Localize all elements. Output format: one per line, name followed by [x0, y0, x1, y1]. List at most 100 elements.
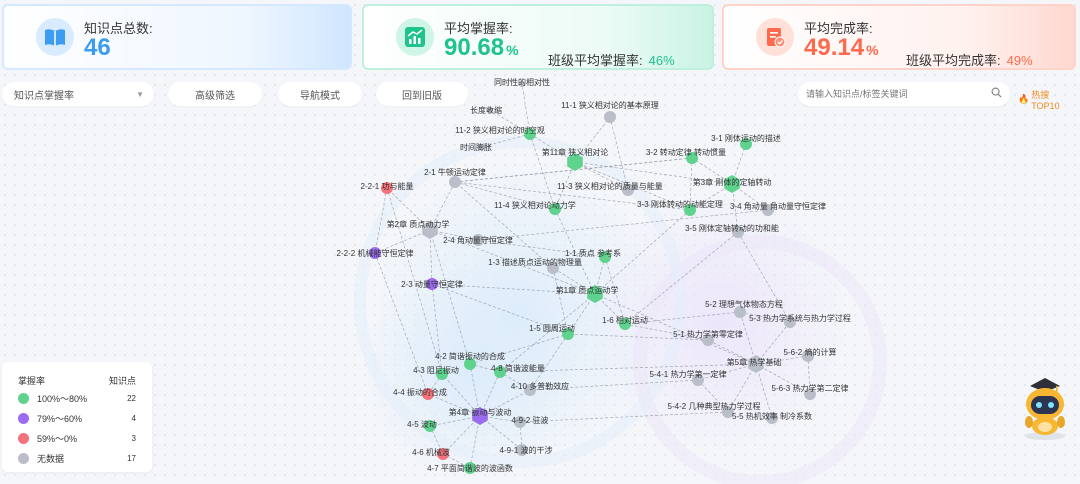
topic-dot[interactable] — [604, 111, 616, 123]
topic-dot[interactable] — [516, 444, 528, 456]
graph-node-c1[interactable]: 第1章 质点运动学 — [556, 285, 619, 303]
graph-node-n5-1[interactable]: 5-1 热力学第零定律 — [673, 329, 743, 346]
graph-node-n2-4[interactable]: 2-4 角动量守恒定律 — [443, 234, 513, 246]
graph-node-n11-3[interactable]: 11-3 狭义相对论的质量与能量 — [557, 181, 663, 196]
graph-node-n4-8[interactable]: 4-8 简谐波能量 — [491, 363, 545, 378]
legend-item[interactable]: 79%～60% 4 — [18, 412, 136, 425]
topic-dot[interactable] — [422, 388, 434, 400]
graph-node-n3-1[interactable]: 3-1 刚体运动的描述 — [711, 133, 781, 150]
topic-dot[interactable] — [732, 226, 744, 238]
topic-dot[interactable] — [692, 374, 704, 386]
topic-dot[interactable] — [766, 412, 778, 424]
graph-node-n5-6-2[interactable]: 5-6-2 熵的计算 — [784, 347, 837, 362]
graph-node-n11-2[interactable]: 11-2 狭义相对论的时空观 — [455, 125, 545, 140]
chapter-hexagon[interactable] — [567, 153, 583, 171]
topic-dot[interactable] — [762, 204, 774, 216]
legend-item[interactable]: 100%～80% 22 — [18, 392, 136, 405]
topic-dot[interactable] — [464, 462, 476, 474]
graph-node-c5[interactable]: 第5章 热学基础 — [727, 355, 782, 373]
topic-dot[interactable] — [722, 406, 734, 418]
topic-dot[interactable] — [547, 262, 559, 274]
graph-node-t-c[interactable]: 时间膨胀 — [460, 142, 492, 152]
hot-search-link[interactable]: 🔥热搜 TOP10 — [1018, 90, 1060, 111]
topic-dot[interactable] — [437, 448, 449, 460]
topic-dot[interactable] — [619, 318, 631, 330]
graph-node-n3-5[interactable]: 3-5 刚体定轴转动的功和能 — [685, 223, 779, 238]
chapter-hexagon[interactable] — [587, 285, 603, 303]
topic-dot[interactable] — [514, 416, 526, 428]
topic-dot[interactable] — [599, 251, 611, 263]
topic-dot[interactable] — [549, 203, 561, 215]
advanced-filter-button[interactable]: 高级筛选 — [168, 82, 262, 106]
graph-node-c2[interactable]: 第2章 质点动力学 — [387, 219, 450, 239]
topic-dot[interactable] — [519, 81, 525, 87]
topic-dot[interactable] — [436, 368, 448, 380]
chapter-hexagon[interactable] — [422, 221, 438, 239]
topic-dot[interactable] — [479, 144, 485, 150]
graph-node-n3-3[interactable]: 3-3 刚体转动的动能定理 — [637, 199, 723, 216]
graph-node-n4-9-1[interactable]: 4-9-1 波的干涉 — [500, 444, 553, 456]
graph-node-n2-2-2[interactable]: 2-2-2 机械能守恒定律 — [337, 247, 414, 259]
graph-node-n1-3[interactable]: 1-3 描述质点运动的物理量 — [488, 257, 582, 274]
graph-node-n5-3[interactable]: 5-3 热力学系统与热力学过程 — [749, 313, 851, 328]
graph-node-n11-1[interactable]: 11-1 狭义相对论的基本原理 — [561, 100, 659, 123]
topic-dot[interactable] — [494, 366, 506, 378]
graph-node-c3[interactable]: 第3章 刚体的定轴转动 — [693, 175, 772, 193]
graph-node-n5-6-3[interactable]: 5-6-3 热力学第二定律 — [772, 383, 849, 400]
graph-node-n5-2[interactable]: 5-2 理想气体物态方程 — [705, 299, 783, 318]
topic-dot[interactable] — [464, 358, 476, 370]
topic-dot[interactable] — [426, 278, 438, 290]
graph-node-n5-4-1[interactable]: 5-4-1 热力学第一定律 — [650, 369, 727, 386]
topic-dot[interactable] — [562, 328, 574, 340]
graph-node-n5-5[interactable]: 5-5 热机效率 制冷系数 — [732, 411, 812, 424]
nav-mode-button[interactable]: 导航模式 — [278, 82, 362, 106]
graph-node-n3-4[interactable]: 3-4 角动量 角动量守恒定律 — [730, 201, 826, 216]
graph-node-n1-1[interactable]: 1-1 质点 参考系 — [565, 248, 621, 263]
graph-node-n1-5[interactable]: 1-5 圆周运动 — [529, 323, 575, 340]
graph-nodes[interactable]: 第11章 狭义相对论 11-2 狭义相对论的时空观 11-1 狭义相对论的基本原理 1… — [337, 77, 851, 474]
topic-dot[interactable] — [524, 128, 536, 140]
graph-node-n4-4[interactable]: 4-4 振动的合成 — [393, 387, 447, 400]
topic-dot[interactable] — [369, 247, 381, 259]
graph-node-n2-2-1[interactable]: 2-2-1 功与能量 — [361, 181, 414, 194]
graph-node-n4-5[interactable]: 4-5 波动 — [407, 419, 437, 432]
topic-dot[interactable] — [686, 152, 698, 164]
graph-node-c11[interactable]: 第11章 狭义相对论 — [542, 147, 609, 171]
graph-node-n3-2[interactable]: 3-2 转动定律 转动惯量 — [646, 147, 726, 164]
assistant-mascot-icon[interactable] — [1012, 372, 1078, 442]
topic-dot[interactable] — [804, 388, 816, 400]
search-icon[interactable] — [991, 87, 1002, 101]
graph-node-n4-10[interactable]: 4-10 多普勒效应 — [511, 381, 569, 396]
graph-node-n4-3[interactable]: 4-3 阻尼振动 — [413, 365, 459, 380]
graph-node-t-a[interactable]: 同时性的相对性 — [494, 77, 550, 87]
graph-node-t-b[interactable]: 长度收缩 — [470, 105, 502, 115]
graph-node-n4-9-2[interactable]: 4-9-2 驻波 — [512, 415, 549, 428]
topic-dot[interactable] — [802, 350, 814, 362]
metric-select[interactable]: 知识点掌握率 ▼ — [2, 82, 154, 106]
topic-dot[interactable] — [487, 107, 493, 113]
graph-node-n11-4[interactable]: 11-4 狭义相对论动力学 — [494, 200, 576, 215]
topic-dot[interactable] — [702, 334, 714, 346]
topic-dot[interactable] — [472, 234, 484, 246]
topic-dot[interactable] — [622, 184, 634, 196]
chapter-hexagon[interactable] — [472, 407, 488, 425]
topic-dot[interactable] — [740, 138, 752, 150]
knowledge-graph[interactable]: 第11章 狭义相对论 11-2 狭义相对论的时空观 11-1 狭义相对论的基本原理 1… — [0, 72, 1080, 484]
graph-node-n1-6[interactable]: 1-6 相对运动 — [602, 315, 648, 330]
legend-item[interactable]: 59%～0% 3 — [18, 432, 136, 445]
topic-dot[interactable] — [424, 420, 436, 432]
topic-dot[interactable] — [524, 384, 536, 396]
graph-node-n4-2[interactable]: 4-2 简谐振动的合成 — [435, 351, 505, 370]
topic-dot[interactable] — [734, 306, 746, 318]
topic-dot[interactable] — [684, 204, 696, 216]
chapter-hexagon[interactable] — [724, 175, 740, 193]
chapter-hexagon[interactable] — [748, 355, 764, 373]
topic-dot[interactable] — [381, 182, 393, 194]
graph-node-n2-1[interactable]: 2-1 牛顿运动定律 — [424, 167, 486, 188]
graph-node-n2-3[interactable]: 2-3 动量守恒定律 — [401, 278, 463, 290]
graph-node-n4-7[interactable]: 4-7 平面简谐波的波函数 — [427, 462, 513, 474]
graph-node-n5-4-2[interactable]: 5-4-2 几种典型热力学过程 — [668, 401, 761, 418]
search-input[interactable] — [806, 89, 976, 99]
back-to-old-button[interactable]: 回到旧版 — [376, 82, 468, 106]
legend-item[interactable]: 无数据 17 — [18, 452, 136, 465]
